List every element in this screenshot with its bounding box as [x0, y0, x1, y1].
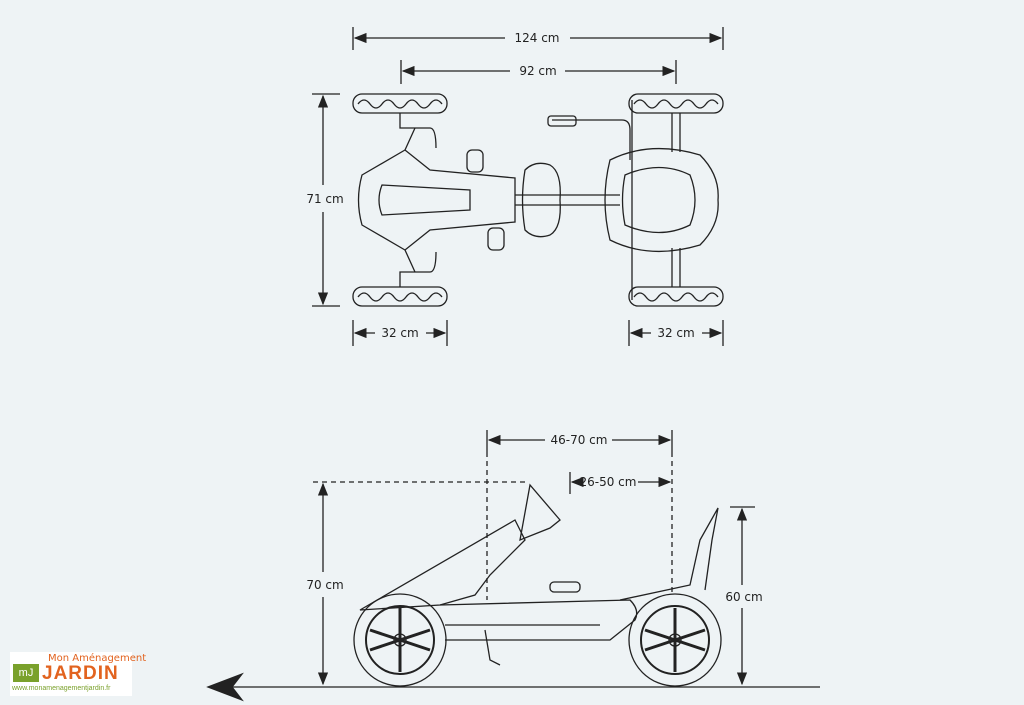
brand-logo: mJ Mon Aménagement JARDIN www.monamenage…	[10, 652, 146, 696]
logo-main-text: JARDIN	[42, 663, 119, 684]
label-overall-length: 124 cm	[514, 31, 559, 45]
label-wheelbase: 92 cm	[519, 64, 556, 78]
dim-wheelbase	[400, 60, 677, 84]
kart-top-view	[352, 93, 724, 307]
label-steering-height: 70 cm	[306, 578, 343, 592]
dashed-guides	[313, 452, 673, 600]
dim-overall-length	[352, 27, 724, 50]
label-seat-to-pedal: 46-70 cm	[551, 433, 608, 447]
label-seat-adjust: 26-50 cm	[580, 475, 637, 489]
label-front-wheel: 32 cm	[381, 326, 418, 340]
label-rear-wheel: 32 cm	[657, 326, 694, 340]
dim-seat-adjust	[569, 472, 672, 494]
dim-front-wheel	[352, 320, 448, 346]
logo-mark: mJ	[13, 664, 39, 682]
label-width: 71 cm	[306, 192, 343, 206]
logo-top-text: Mon Aménagement	[48, 653, 147, 664]
logo-url: www.monamenagementjardin.fr	[12, 685, 111, 692]
dim-seat-height	[730, 506, 755, 686]
dim-width	[312, 93, 340, 307]
label-seat-height: 60 cm	[725, 590, 762, 604]
kart-side-view	[353, 483, 722, 687]
dim-seat-to-pedal	[486, 430, 673, 452]
dim-rear-wheel	[628, 320, 724, 346]
ground-arrow	[206, 672, 820, 702]
